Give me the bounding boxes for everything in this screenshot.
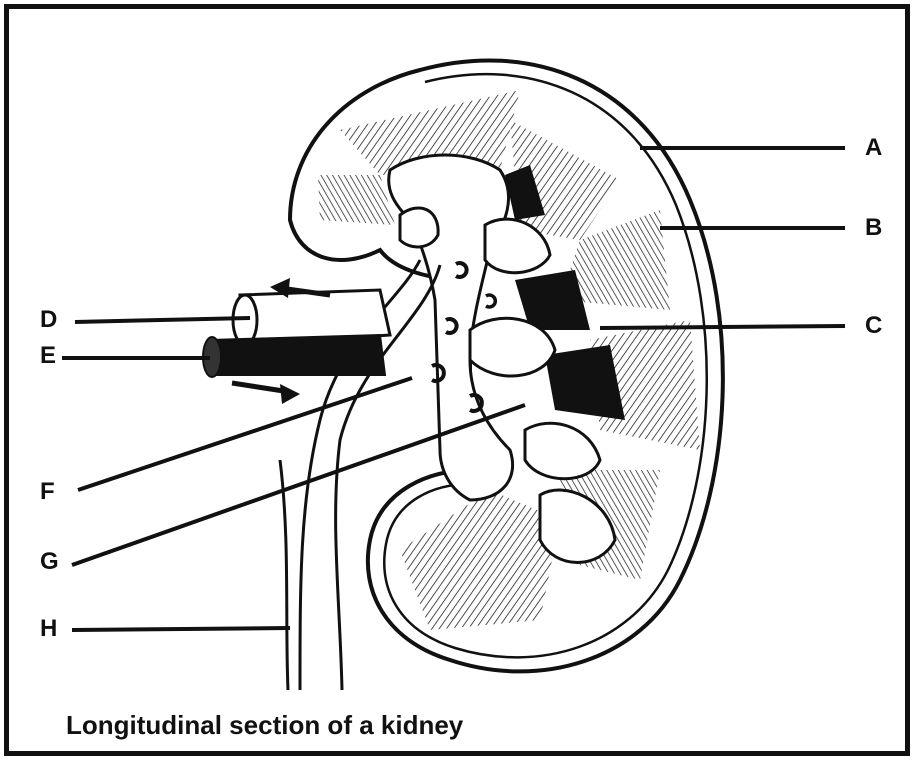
- leader-h: [72, 628, 290, 630]
- label-c: C: [865, 314, 882, 338]
- calyx-1: [400, 208, 438, 247]
- label-h: H: [40, 617, 57, 641]
- leader-d: [75, 318, 250, 322]
- diagram-caption: Longitudinal section of a kidney: [66, 710, 463, 741]
- label-b: B: [865, 216, 882, 240]
- leader-f: [78, 378, 412, 490]
- ureter-outer: [280, 460, 288, 690]
- label-f: F: [40, 480, 55, 504]
- label-g: G: [40, 550, 59, 574]
- leader-c: [600, 326, 845, 328]
- arrow-in-head-icon: [280, 384, 300, 404]
- label-d: D: [40, 308, 57, 332]
- label-a: A: [865, 136, 882, 160]
- label-e: E: [40, 344, 56, 368]
- renal-artery: [210, 335, 385, 375]
